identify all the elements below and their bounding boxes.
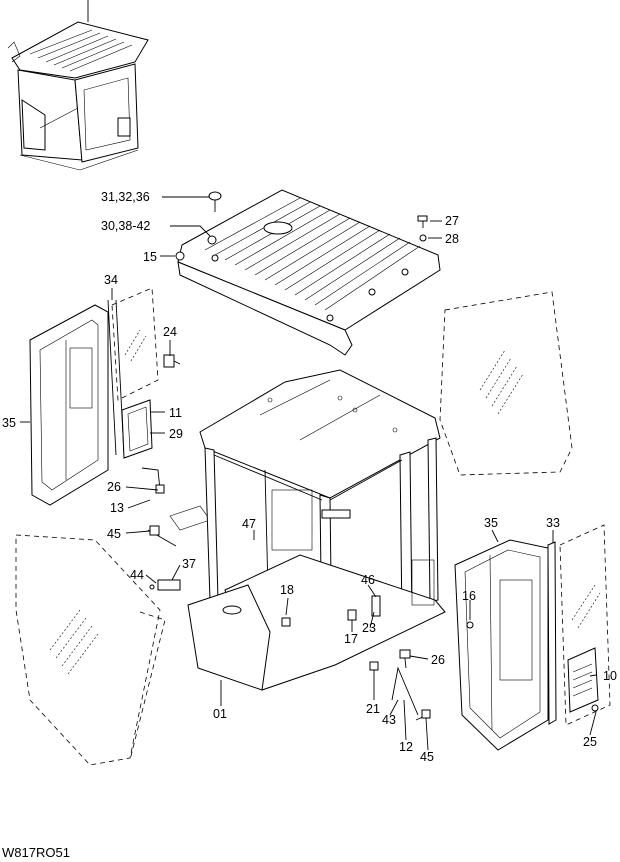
callout-21: 21 [366,702,380,716]
left-door-hardware [121,354,211,547]
callout-43: 43 [382,713,396,727]
left-door [29,287,159,506]
overview-cab-illustration [7,0,149,171]
roof-hardware [175,191,428,261]
callout-17: 17 [344,632,358,646]
callout-45-right: 45 [420,750,434,764]
callout-33: 33 [546,516,560,530]
front-lower-panel [149,579,291,691]
callout-11: 11 [169,406,182,420]
callout-10: 10 [603,669,617,683]
callout-47: 47 [242,517,256,531]
callout-15: 15 [143,250,157,264]
callout-12: 12 [399,740,413,754]
front-windshield-glass [15,534,166,766]
leader-lines [20,196,597,751]
roof-panel [177,189,441,356]
right-door [454,524,611,751]
callout-35-left: 35 [2,416,16,430]
callout-28: 28 [445,232,459,246]
callout-16: 16 [462,589,476,603]
cab-frame [199,369,446,691]
callout-26-left: 26 [107,480,121,494]
callout-44: 44 [130,568,144,582]
callout-27: 27 [445,214,459,228]
callout-01: 01 [213,707,227,721]
callout-23: 23 [362,621,376,635]
callout-18: 18 [280,583,294,597]
callout-labels: 31,32,36 30,38-42 15 27 28 34 24 35 11 2… [2,190,617,764]
callout-34: 34 [104,273,118,287]
callout-46: 46 [361,573,375,587]
callout-37: 37 [182,557,196,571]
callout-29: 29 [169,427,183,441]
callout-25: 25 [583,735,597,749]
callout-31-32-36: 31,32,36 [101,190,150,204]
callout-35-right: 35 [484,516,498,530]
callout-45-left: 45 [107,527,121,541]
diagram-code: W817RO51 [2,845,70,860]
callout-13: 13 [110,501,124,515]
callout-24: 24 [163,325,177,339]
callout-26-right: 26 [431,653,445,667]
callout-30-38-42: 30,38-42 [101,219,150,233]
rear-window-glass [439,291,573,476]
